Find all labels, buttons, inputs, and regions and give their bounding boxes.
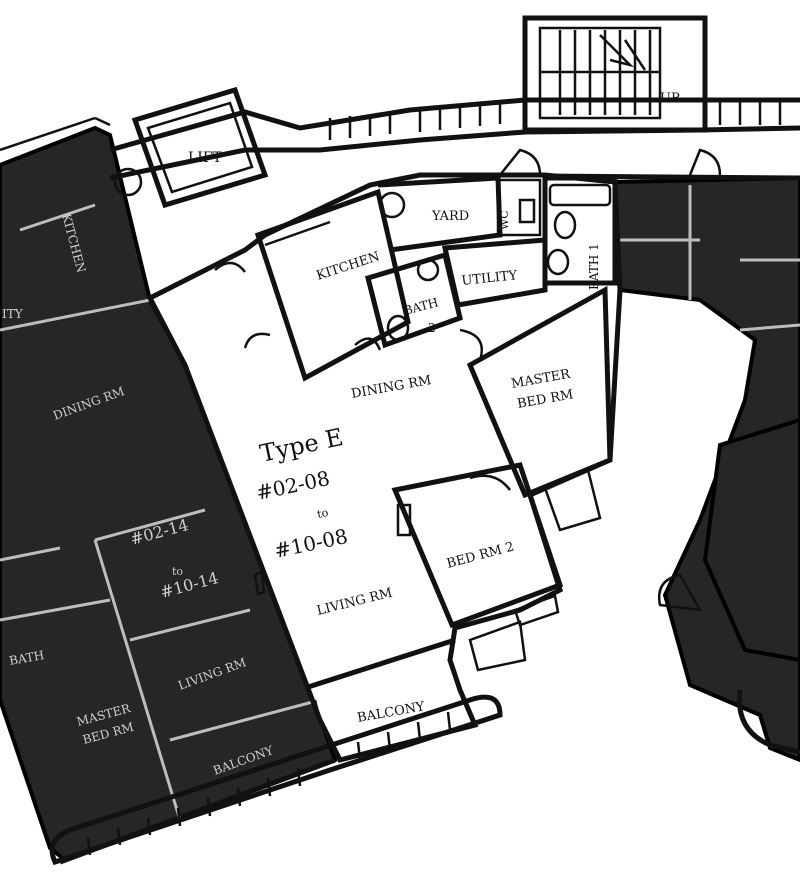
staircase: UP — [522, 15, 708, 133]
wc-label: WC — [498, 210, 511, 230]
bath1-label: BATH 1 — [587, 243, 601, 290]
balcony-railing — [49, 689, 800, 866]
lift-label: LIFT — [188, 150, 223, 166]
lift: LIFT — [113, 86, 269, 209]
utility-label: UTILITY — [461, 268, 518, 289]
up-label: UP — [660, 91, 680, 106]
yard-label: YARD — [431, 209, 469, 224]
unit-type-e: KITCHEN YARD WC BATH 1 UTILITY BATH 2 MA — [146, 172, 623, 763]
neighbor-unit-to: to — [172, 565, 183, 578]
neighbor-utility-label: ITY — [2, 307, 24, 321]
bath2-label-line2: 2 — [428, 321, 436, 335]
unit-number-to: to — [316, 506, 330, 521]
neighbor-unit-right — [612, 175, 800, 763]
corridor — [109, 97, 800, 181]
neighbor-bath-label: BATH — [8, 648, 45, 668]
